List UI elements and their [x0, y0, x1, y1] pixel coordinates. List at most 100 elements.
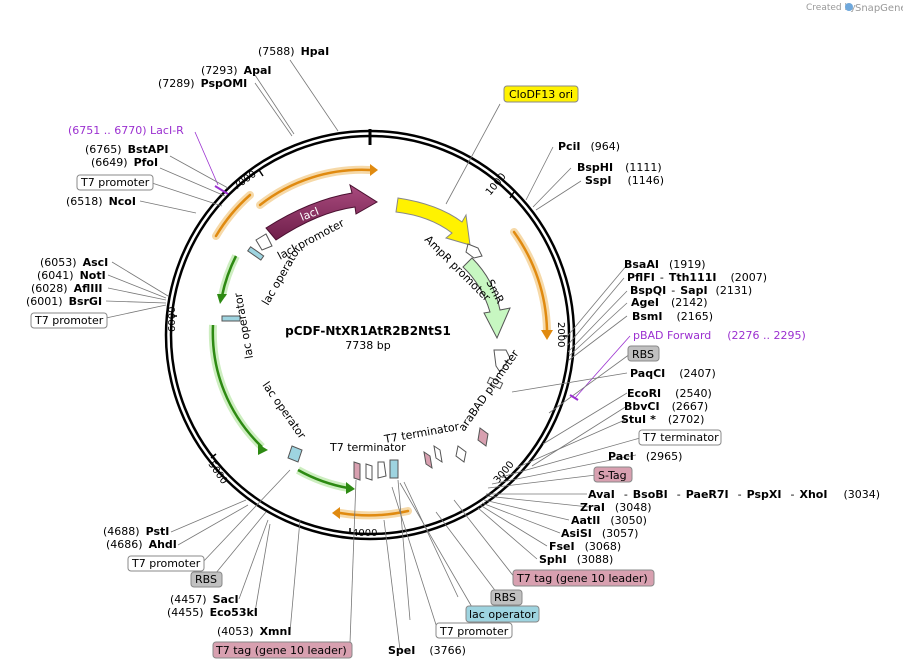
xmni-pos: (4053): [217, 625, 254, 638]
orf-arrowhead: [541, 330, 553, 340]
snapgene-brand: SnapGene: [855, 3, 903, 14]
avai-sep-4: -: [790, 488, 794, 501]
svg-text:(6041)NotI: (6041)NotI: [37, 269, 106, 282]
paer7i-name: PaeR7I: [686, 488, 729, 501]
agei-pos: (2142): [671, 296, 708, 309]
created-by-text: Created by: [806, 3, 856, 13]
sapi-name: SapI: [680, 284, 707, 297]
t7-terminator-box-label: T7 terminator: [642, 431, 719, 444]
svg-text:BspHI(1111): BspHI(1111): [577, 161, 662, 174]
bbvci-name: BbvCI: [624, 400, 660, 413]
pcii-pos: (964): [590, 140, 620, 153]
clodf13-ori-label: CloDF13 ori: [509, 88, 573, 101]
pspomi-pos: (7289): [158, 77, 195, 90]
lac-operator-label-2: lac operator: [231, 291, 255, 359]
asisi-name: AsiSI: [561, 527, 592, 540]
svg-text:pBAD Forward(2276 .. 2295): pBAD Forward (2276 .. 2295): [633, 329, 806, 342]
bsmi-name: BsmI: [632, 310, 663, 323]
paci-pos: (2965): [646, 450, 683, 463]
avai-name: AvaI: [588, 488, 615, 501]
bstapi-pos: (6765): [85, 143, 122, 156]
svg-text:StuI*(2702): StuI*(2702): [621, 413, 704, 426]
svg-text:(6765)BstAPI: (6765) BstAPI: [85, 143, 168, 156]
hpai-name: HpaI: [301, 45, 330, 58]
aatii-name: AatII: [571, 514, 600, 527]
svg-text:BspQI-SapI(2131): BspQI-SapI(2131): [630, 284, 752, 297]
t7-promoter-label-3: T7 promoter: [439, 625, 509, 638]
svg-text:BsaAI(1919): BsaAI (1919): [624, 258, 706, 271]
aatii-pos: (3050): [610, 514, 647, 527]
pflfi-sep: -: [660, 271, 664, 284]
bstapi-name: BstAPI: [128, 143, 169, 156]
noti-name: NotI: [80, 269, 106, 282]
paqci-name: PaqCI: [630, 367, 665, 380]
hpai-pos: (7588): [258, 45, 295, 58]
ncoi-pos: (6518): [66, 195, 103, 208]
zrai-pos: (3048): [615, 501, 652, 514]
pflfi-name: PflFI: [627, 271, 655, 284]
plasmid-name: pCDF-NtXR1AtR2B2NtS1: [285, 324, 451, 338]
bsaai-pos: (1919): [669, 258, 706, 271]
svg-text:BbvCI(2667): BbvCI(2667): [624, 400, 708, 413]
svg-text:(6001)BsrGI: (6001)BsrGI: [26, 295, 102, 308]
svg-text:ZraI(3048): ZraI(3048): [580, 501, 652, 514]
rbs-label-3: RBS: [195, 573, 217, 586]
svg-text:SspI(1146): SspI(1146): [585, 174, 664, 187]
pbad-forward-pos: (2276 .. 2295): [727, 329, 806, 342]
avai-sep-3: -: [738, 488, 742, 501]
svg-text:(4053)XmnI: (4053)XmnI: [217, 625, 291, 638]
pbad-forward-label: pBAD Forward: [633, 329, 711, 342]
laci-r-primer-label: (6751 .. 6770) LacI-R: [68, 124, 184, 137]
eco53ki-pos: (4455): [167, 606, 204, 619]
svg-text:(6518)NcoI: (6518) NcoI: [66, 195, 136, 208]
svg-text:(7289)PspOMI: (7289)PspOMI: [158, 77, 247, 90]
t7-terminator-label-2: T7 terminator: [329, 441, 406, 454]
avai-pos: (3034): [843, 488, 880, 501]
psti-name: PstI: [146, 525, 170, 538]
svg-text:AvaI-BsoBI-PaeR7I-PspXI-XhoI(3: AvaI-BsoBI-PaeR7I-PspXI-XhoI(3034): [588, 488, 880, 501]
green-arcs: [208, 254, 349, 492]
svg-text:AsiSI(3057): AsiSI (3057): [561, 527, 638, 540]
saci-pos: (4457): [170, 593, 207, 606]
fsei-name: FseI: [549, 540, 575, 553]
bsphi-pos: (1111): [625, 161, 662, 174]
svg-text:(4688)PstI: (4688)PstI: [103, 525, 169, 538]
svg-text:EcoRI(2540): EcoRI (2540): [627, 387, 712, 400]
tth111i-name: Tth111I: [669, 271, 717, 284]
sspi-pos: (1146): [627, 174, 664, 187]
svg-text:(4457)SacI: (4457)SacI: [170, 593, 239, 606]
svg-text:PaqCI(2407): PaqCI(2407): [630, 367, 716, 380]
ahdi-name: AhdI: [149, 538, 177, 551]
svg-text:(6053)AscI: (6053)AscI: [40, 256, 108, 269]
pbad-forward-primer-mark: [569, 394, 579, 401]
snapgene-logo-icon: [845, 3, 853, 11]
asisi-pos: (3057): [602, 527, 639, 540]
apai-name: ApaI: [244, 64, 272, 77]
ecori-pos: (2540): [675, 387, 712, 400]
ahdi-pos: (4686): [106, 538, 143, 551]
arabad-promoter-label: araBAD promoter: [456, 347, 522, 434]
bsaai-name: BsaAI: [624, 258, 659, 271]
bsmi-pos: (2165): [677, 310, 714, 323]
plasmid-length: 7738 bp: [345, 339, 390, 352]
svg-text:FseI(3068): FseI(3068): [549, 540, 621, 553]
s-tag-label: S-Tag: [598, 469, 627, 482]
svg-text:(7293)ApaI: (7293)ApaI: [201, 64, 271, 77]
ampr-promoter-arrow: [465, 243, 483, 259]
stui-star: *: [650, 413, 656, 426]
svg-text:PacI(2965): PacI(2965): [608, 450, 682, 463]
bspqi-name: BspQI: [630, 284, 666, 297]
svg-text:AgeI(2142): AgeI(2142): [631, 296, 708, 309]
bsrgi-pos: (6001): [26, 295, 63, 308]
pfoi-pos: (6649): [91, 156, 128, 169]
small-feature-marks: [221, 233, 489, 481]
asci-name: AscI: [83, 256, 109, 269]
svg-text:(6028)AflIII: (6028)AflIII: [31, 282, 103, 295]
ncoi-name: NcoI: [109, 195, 136, 208]
ecori-name: EcoRI: [627, 387, 661, 400]
green-arrowhead: [346, 482, 355, 494]
xhoi-name: XhoI: [799, 488, 827, 501]
sphi-name: SphI: [539, 553, 567, 566]
